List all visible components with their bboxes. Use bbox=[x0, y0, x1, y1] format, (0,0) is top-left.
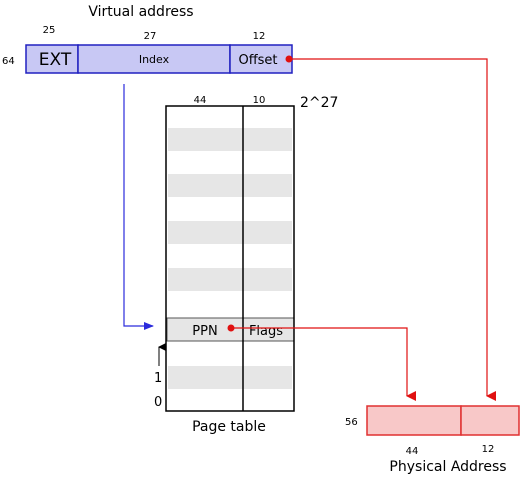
physical-offset-bits-label: 12 bbox=[482, 444, 495, 455]
row-label-0: 0 bbox=[154, 395, 162, 410]
offset-to-physical-arrow bbox=[289, 58, 496, 401]
row-label-1: 1 bbox=[154, 371, 162, 386]
ppn-label: PPN bbox=[192, 324, 217, 339]
ext-bits-label: 25 bbox=[43, 25, 56, 36]
index-bits-label: 27 bbox=[144, 31, 157, 42]
index-to-entry-arrow bbox=[123, 84, 154, 330]
flags-label: Flags bbox=[249, 324, 283, 339]
table-row bbox=[168, 268, 292, 291]
table-row bbox=[168, 128, 292, 151]
index-field-label: Index bbox=[139, 53, 170, 66]
table-row bbox=[168, 366, 292, 389]
physical-total-bits-label: 56 bbox=[345, 417, 358, 428]
ppn-to-physical-arrow bbox=[231, 327, 416, 401]
offset-field bbox=[229, 44, 293, 74]
offset-field-label: Offset bbox=[238, 53, 277, 68]
virtual-address-title: Virtual address bbox=[88, 4, 193, 20]
flags-column-bits-label: 10 bbox=[253, 95, 266, 106]
ppn-column-bits-label: 44 bbox=[194, 95, 207, 106]
offset-bits-label: 12 bbox=[253, 31, 266, 42]
table-row-stripes bbox=[168, 128, 292, 389]
virtual-address-register bbox=[25, 44, 293, 74]
page-table bbox=[165, 105, 295, 412]
index-field bbox=[77, 44, 231, 74]
page-table-caption: Page table bbox=[192, 419, 266, 435]
table-row bbox=[168, 221, 292, 244]
ext-field bbox=[25, 44, 79, 74]
physical-ppn-bits-label: 44 bbox=[406, 446, 419, 457]
physical-ppn-field bbox=[366, 405, 462, 436]
physical-offset-field bbox=[460, 405, 520, 436]
physical-address-title: Physical Address bbox=[389, 459, 506, 475]
virtual-total-bits-label: 64 bbox=[2, 56, 15, 67]
page-table-outline bbox=[165, 105, 295, 412]
ppn-source-dot bbox=[227, 324, 235, 332]
table-row bbox=[168, 174, 292, 197]
physical-address-register bbox=[366, 405, 520, 436]
offset-source-dot bbox=[285, 55, 293, 63]
ext-field-label: EXT bbox=[39, 50, 72, 70]
page-table-size-label: 2^27 bbox=[300, 95, 338, 111]
